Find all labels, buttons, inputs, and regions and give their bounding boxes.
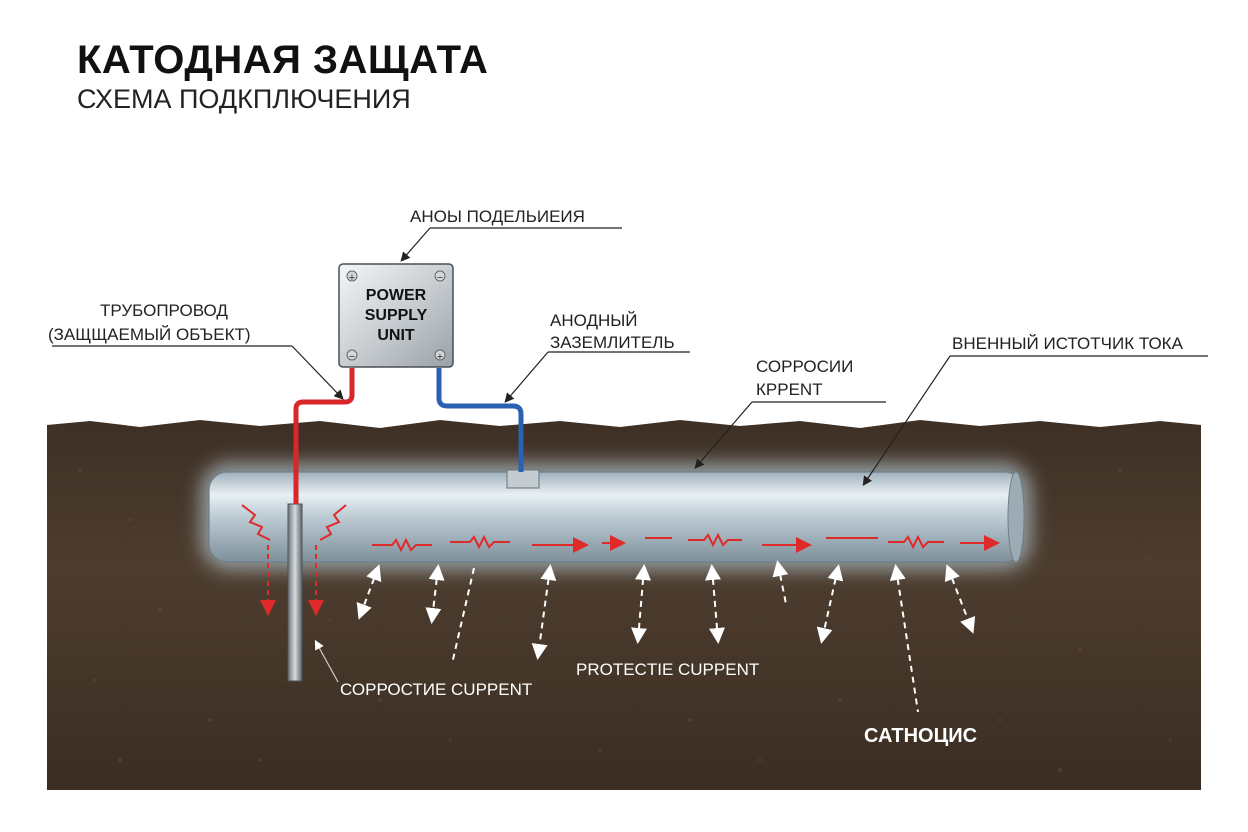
protective-current-arrows <box>356 560 976 713</box>
pipe-connector <box>506 469 540 489</box>
label-anode-ground-line1: АНОДНЫЙ <box>550 311 638 330</box>
psu-label-line2: SUPPLY <box>365 307 428 324</box>
label-corrosion-line2: КРРЕNT <box>756 380 823 399</box>
corrostie-leader <box>314 639 339 683</box>
label-external-source: ВНЕННЫЙ ИСТОТЧИК ТОКА <box>952 334 1184 353</box>
leader-lines <box>52 227 1208 486</box>
label-corrostie-current: СОРРОСТИЕ СUPPENT <box>340 680 532 699</box>
anode-rod <box>287 503 303 682</box>
psu-minus-bottom: − <box>349 351 355 363</box>
negative-wire <box>436 368 524 472</box>
pipe-current-flow <box>372 532 1000 553</box>
psu-label-line1: POWER <box>366 287 427 304</box>
positive-wire <box>293 368 355 504</box>
psu-minus-top: − <box>437 272 443 284</box>
corrosion-sparks <box>241 504 347 541</box>
power-supply-unit: POWER SUPPLY UNIT + − − + <box>338 263 454 368</box>
psu-plus-top: + <box>349 272 355 284</box>
label-pipeline-line1: ТРУБОПРОВОД <box>100 301 228 320</box>
label-pipeline-line2: (ЗАЩЩАЕМЫЙ ОБЪЕКТ) <box>48 325 251 344</box>
psu-label-line3: UNIT <box>377 327 415 344</box>
rod-current-arrows <box>260 545 324 616</box>
label-corrosion-line1: СОРРОСИИ <box>756 357 853 376</box>
label-cathode: САТНОЦИС <box>864 725 977 747</box>
label-anode-split: АНОЫ ПОДЕЛЬИЕИЯ <box>410 207 585 226</box>
pipeline <box>208 471 1024 563</box>
label-protective-current: PROTECTIE СUPPENT <box>576 660 759 679</box>
page-subtitle: СХЕМА ПОДКПЛЮЧЕНИЯ <box>77 84 411 114</box>
psu-plus-bottom: + <box>437 351 443 363</box>
label-anode-ground-line2: ЗАЗЕМЛИТЕЛЬ <box>550 333 675 352</box>
soil-texture <box>78 468 1172 772</box>
page-title: КАТОДНАЯ ЗАЩАТА <box>77 38 489 82</box>
